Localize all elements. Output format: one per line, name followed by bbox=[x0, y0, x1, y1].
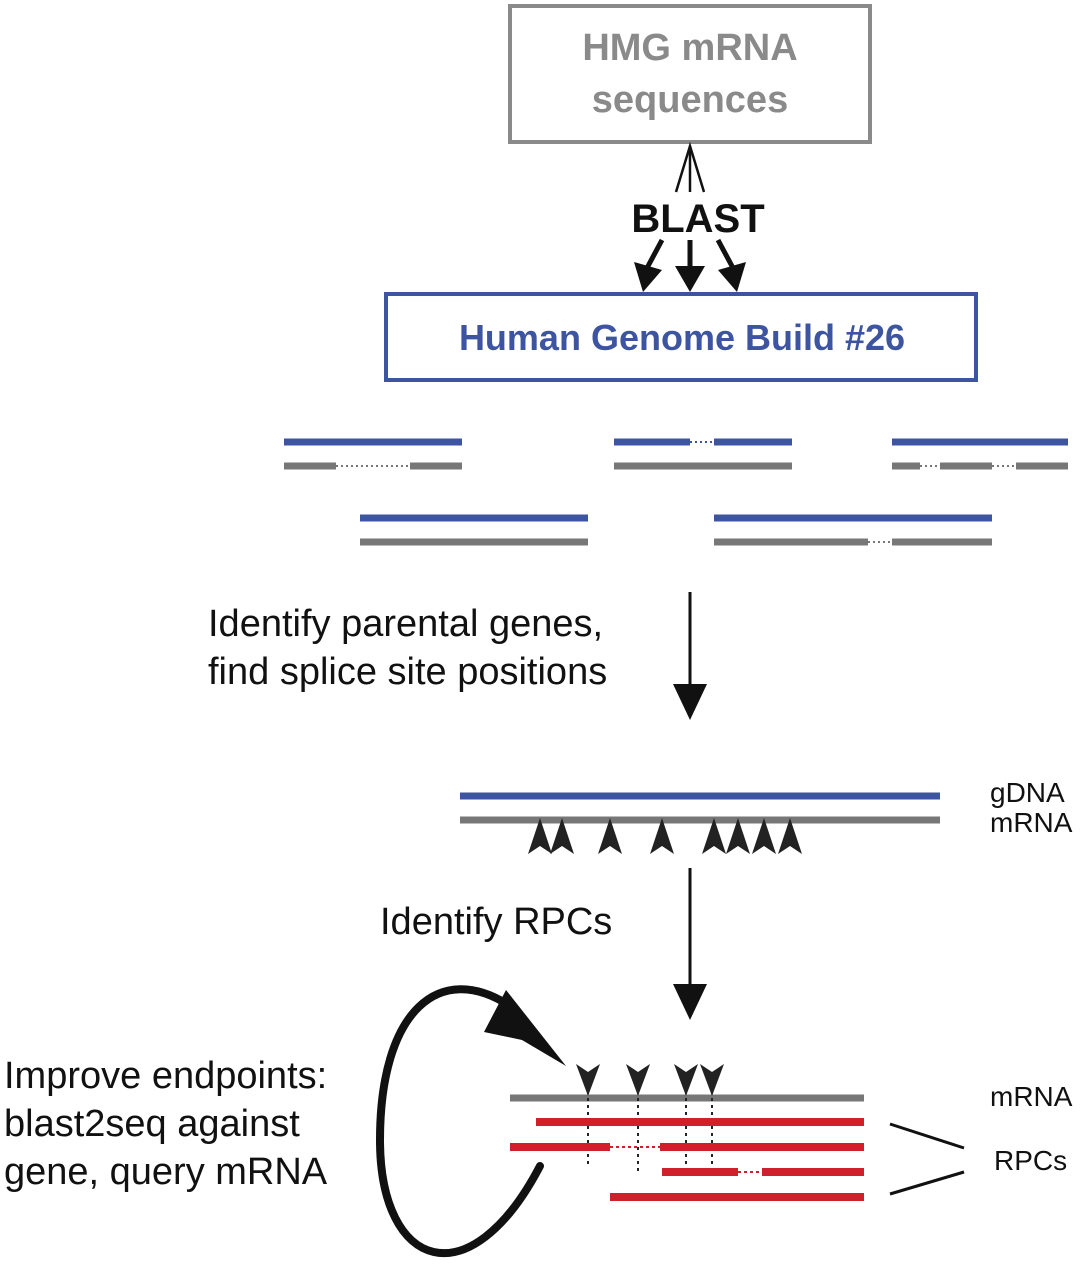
blast-down-arrows bbox=[634, 238, 746, 292]
genome-build-box bbox=[384, 292, 978, 382]
alignment-pair-1 bbox=[284, 438, 462, 470]
improve-text-line3: gene, query mRNA bbox=[4, 1151, 328, 1193]
mrna-label-bottom: mRNA bbox=[990, 1081, 1073, 1112]
improve-text-line1: Improve endpoints: bbox=[4, 1055, 327, 1097]
hmg-mrna-title-line2: sequences bbox=[592, 79, 788, 121]
step1-text-line1: Identify parental genes, bbox=[208, 603, 603, 645]
splice-marker bbox=[702, 818, 726, 854]
splice-marker bbox=[528, 818, 552, 854]
blast-label: BLAST bbox=[631, 197, 764, 241]
splice-marker bbox=[650, 818, 674, 854]
endpoint-marker bbox=[674, 1064, 698, 1096]
hmg-mrna-title-line1: HMG mRNA bbox=[582, 27, 797, 69]
genome-build-title: Human Genome Build #26 bbox=[459, 317, 905, 358]
splice-marker bbox=[550, 818, 574, 854]
down-arrow-2 bbox=[673, 868, 707, 1020]
alignment-pair-4 bbox=[360, 514, 588, 546]
feedback-loop-arrow bbox=[375, 985, 566, 1258]
endpoint-marker bbox=[626, 1064, 650, 1096]
splice-marker bbox=[778, 818, 802, 854]
splice-site-markers bbox=[528, 818, 802, 854]
down-arrow-1 bbox=[673, 592, 707, 720]
alignment-pair-5 bbox=[714, 514, 992, 546]
rpcs-bracket bbox=[889, 1122, 965, 1196]
splice-marker bbox=[726, 818, 750, 854]
alignment-pair-3 bbox=[892, 438, 1068, 470]
improve-text-line2: blast2seq against bbox=[4, 1103, 300, 1145]
endpoint-markers bbox=[576, 1064, 724, 1096]
up-arrow-to-box bbox=[674, 141, 706, 193]
mrna-label-mid: mRNA bbox=[990, 807, 1073, 838]
step2-text: Identify RPCs bbox=[380, 901, 612, 943]
alignment-pair-2 bbox=[614, 438, 792, 470]
endpoint-marker bbox=[576, 1064, 600, 1096]
gdna-label: gDNA bbox=[990, 777, 1065, 808]
step1-text-line2: find splice site positions bbox=[208, 651, 607, 693]
rpcs-label: RPCs bbox=[994, 1145, 1067, 1176]
splice-marker bbox=[598, 818, 622, 854]
hmg-mrna-box bbox=[508, 4, 872, 144]
endpoint-marker bbox=[700, 1064, 724, 1096]
splice-marker bbox=[752, 818, 776, 854]
rpc-lines bbox=[510, 1118, 864, 1201]
